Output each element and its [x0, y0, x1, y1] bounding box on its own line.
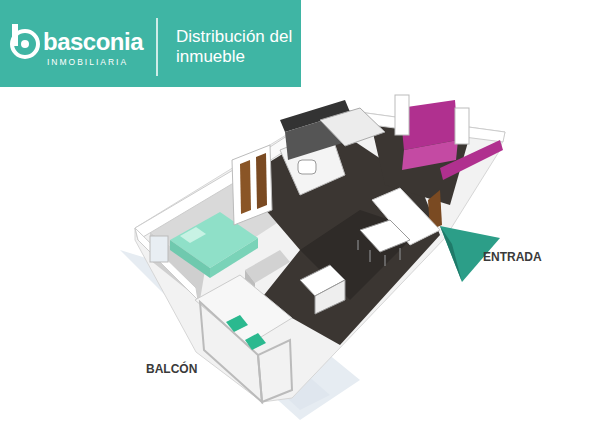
logo-subtitle: INMOBILIARIA [47, 57, 128, 67]
band-heading: Distribución del inmueble [176, 27, 294, 68]
balcony-label: BALCÓN [146, 362, 197, 376]
entrance-label: ENTRADA [483, 250, 542, 264]
header-band: basconiaINMOBILIARIA Distribución del inm… [0, 0, 301, 87]
logo-name: basconia [43, 28, 143, 57]
